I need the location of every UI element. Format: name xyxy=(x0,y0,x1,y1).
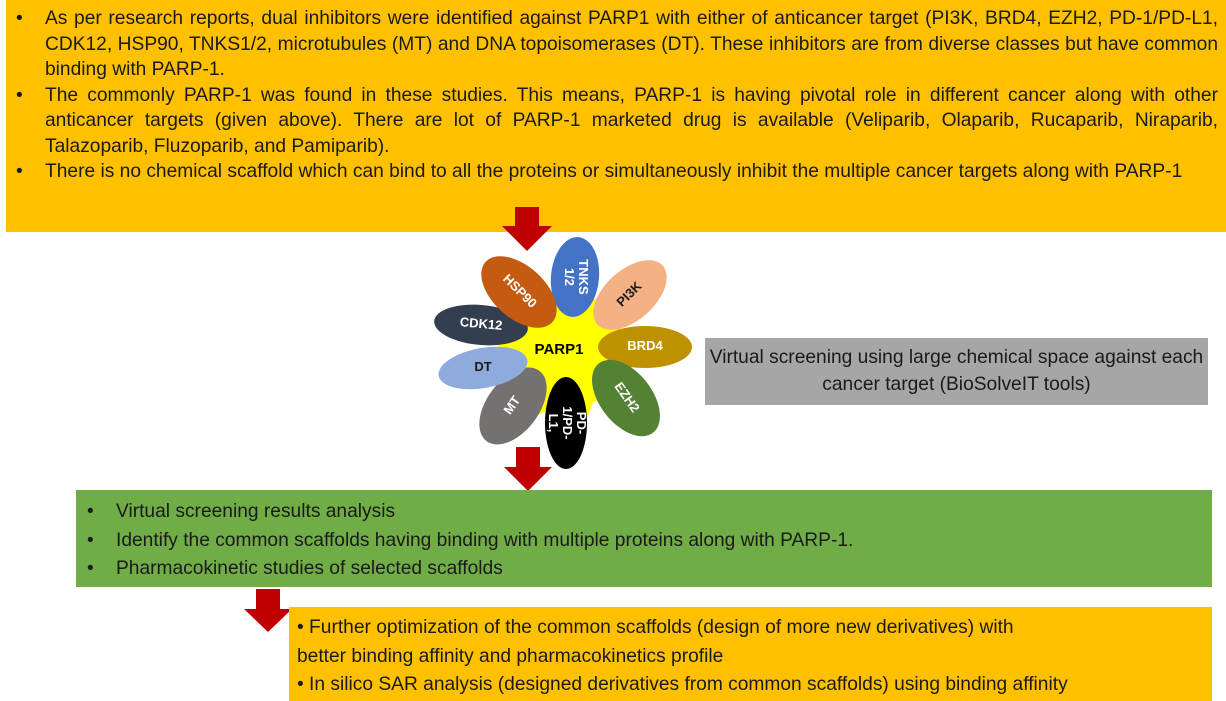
petal-tnks12: TNKS1/2 xyxy=(550,237,600,317)
petal-pd1pdl1: PD-1/PD-L1, xyxy=(545,377,589,469)
petal-shape xyxy=(434,304,528,346)
analysis-list: Virtual screening results analysis Ident… xyxy=(84,498,1212,584)
petal-label: TNKS1/2 xyxy=(562,259,591,295)
analysis-bullet-3: Pharmacokinetic studies of selected scaf… xyxy=(84,555,1212,584)
petal-shape xyxy=(550,237,600,317)
summary-bullet-3: There is no chemical scaffold which can … xyxy=(14,159,1218,185)
optimization-line-1: • Further optimization of the common sca… xyxy=(297,617,1014,638)
down-arrow-1 xyxy=(502,207,552,251)
petal-shape xyxy=(592,359,660,437)
analysis-box: Virtual screening results analysis Ident… xyxy=(76,490,1212,587)
optimization-box: • Further optimization of the common sca… xyxy=(289,607,1212,701)
petal-label: CDK12 xyxy=(459,315,503,334)
petal-label: DT xyxy=(474,359,491,374)
summary-bullet-2: The commonly PARP-1 was found in these s… xyxy=(14,83,1218,160)
analysis-bullet-2: Identify the common scaffolds having bin… xyxy=(84,527,1212,556)
petal-shape xyxy=(481,256,557,328)
analysis-bullet-1: Virtual screening results analysis xyxy=(84,498,1212,527)
optimization-line-3: • In silico SAR analysis (designed deriv… xyxy=(297,674,1068,695)
petal-brd4: BRD4 xyxy=(598,326,692,368)
virtual-screening-text: Virtual screening using large chemical s… xyxy=(709,347,1204,395)
petal-dt: DT xyxy=(438,346,528,390)
down-arrow-2 xyxy=(504,447,552,491)
summary-bullet-1: As per research reports, dual inhibitors… xyxy=(14,6,1218,83)
research-summary-box: As per research reports, dual inhibitors… xyxy=(6,0,1226,232)
hub-label: PARP1 xyxy=(535,341,584,358)
petal-cdk12: CDK12 xyxy=(434,304,528,346)
petal-shape xyxy=(593,260,667,330)
petal-shape xyxy=(545,377,587,469)
research-summary-list: As per research reports, dual inhibitors… xyxy=(14,6,1218,185)
petal-label: PD-1/PD-L1, xyxy=(546,406,589,439)
petal-mt: MT xyxy=(479,367,547,445)
down-arrow-3 xyxy=(244,589,292,632)
petal-pi3k: PI3K xyxy=(593,260,667,330)
virtual-screening-box: Virtual screening using large chemical s… xyxy=(705,338,1208,405)
petal-hsp90: HSP90 xyxy=(481,256,557,328)
petal-shape xyxy=(438,346,528,390)
optimization-line-2: better binding affinity and pharmacokine… xyxy=(297,645,724,667)
petal-shape xyxy=(598,326,692,368)
petal-shape xyxy=(479,367,547,445)
petal-ezh2: EZH2 xyxy=(592,359,660,437)
petal-label: BRD4 xyxy=(627,338,663,353)
